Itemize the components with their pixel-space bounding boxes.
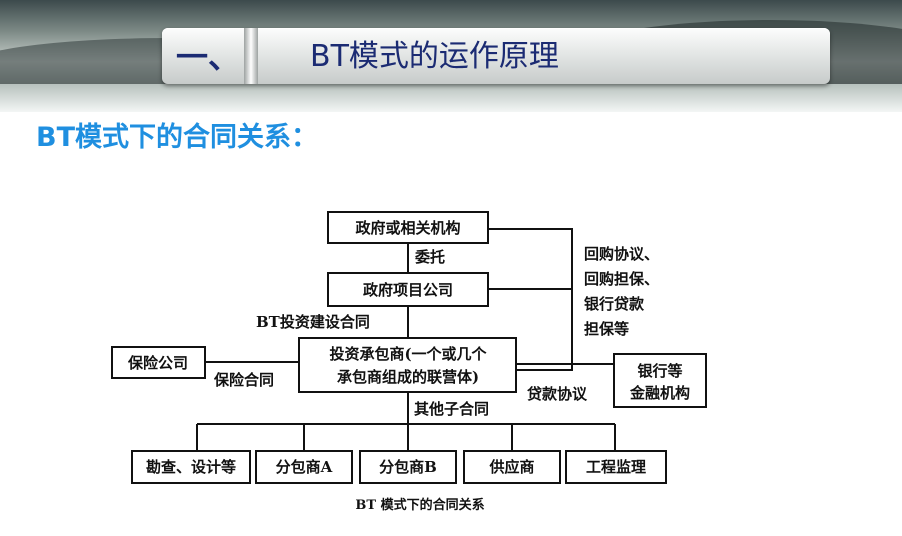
page-title: BT模式的运作原理 [310,39,559,74]
node-insurance: 保险公司 [111,346,206,379]
node-investor-label-line1: 投资承包商(一个或几个 [329,345,487,363]
node-supervision: 工程监理 [565,450,667,484]
node-survey-label: 勘查、设计等 [146,458,236,476]
section-subtitle: BT模式下的合同关系： [36,122,318,153]
title-divider [244,28,258,84]
section-number: 一、 [176,38,241,76]
node-government: 政府或相关机构 [327,211,489,244]
edge-label-buyback-line4: 担保等 [584,320,629,338]
node-sub-a-label: 分包商A [276,458,333,476]
banner-water [0,84,902,112]
title-plate [162,28,830,84]
edge-label-loan-agreement: 贷款协议 [527,385,588,403]
edge-label-other-contracts: 其他子合同 [414,400,489,418]
node-bank-label-line1: 银行等 [637,362,682,380]
node-gov-project-company: 政府项目公司 [327,272,489,307]
edge-label-buyback-line2: 回购担保、 [584,270,659,288]
node-survey: 勘查、设计等 [131,450,251,484]
node-supplier: 供应商 [463,450,561,484]
node-investor-label-line2: 承包商组成的联营体) [337,368,479,386]
node-supervision-label: 工程监理 [586,458,646,476]
diagram-caption: BT 模式下的合同关系 [355,498,485,513]
edge-label-bt-contract: BT投资建设合同 [256,313,370,331]
edge-label-entrust: 委托 [415,248,445,266]
node-sub-b: 分包商B [359,450,457,484]
node-investor: 投资承包商(一个或几个 承包商组成的联营体) [298,337,517,393]
node-government-label: 政府或相关机构 [355,219,460,237]
node-insurance-label: 保险公司 [127,354,188,372]
node-sub-b-label: 分包商B [379,458,437,476]
node-supplier-label: 供应商 [488,458,534,476]
edge-label-buyback-line3: 银行贷款 [584,295,645,313]
node-bank: 银行等 金融机构 [613,353,707,408]
node-bank-label-line2: 金融机构 [629,384,690,402]
edge-label-insurance-contract: 保险合同 [213,371,274,389]
edge-label-buyback-line1: 回购协议、 [584,245,659,263]
node-sub-a: 分包商A [255,450,353,484]
node-gov-project-company-label: 政府项目公司 [363,281,453,299]
connector-lines [196,228,616,451]
